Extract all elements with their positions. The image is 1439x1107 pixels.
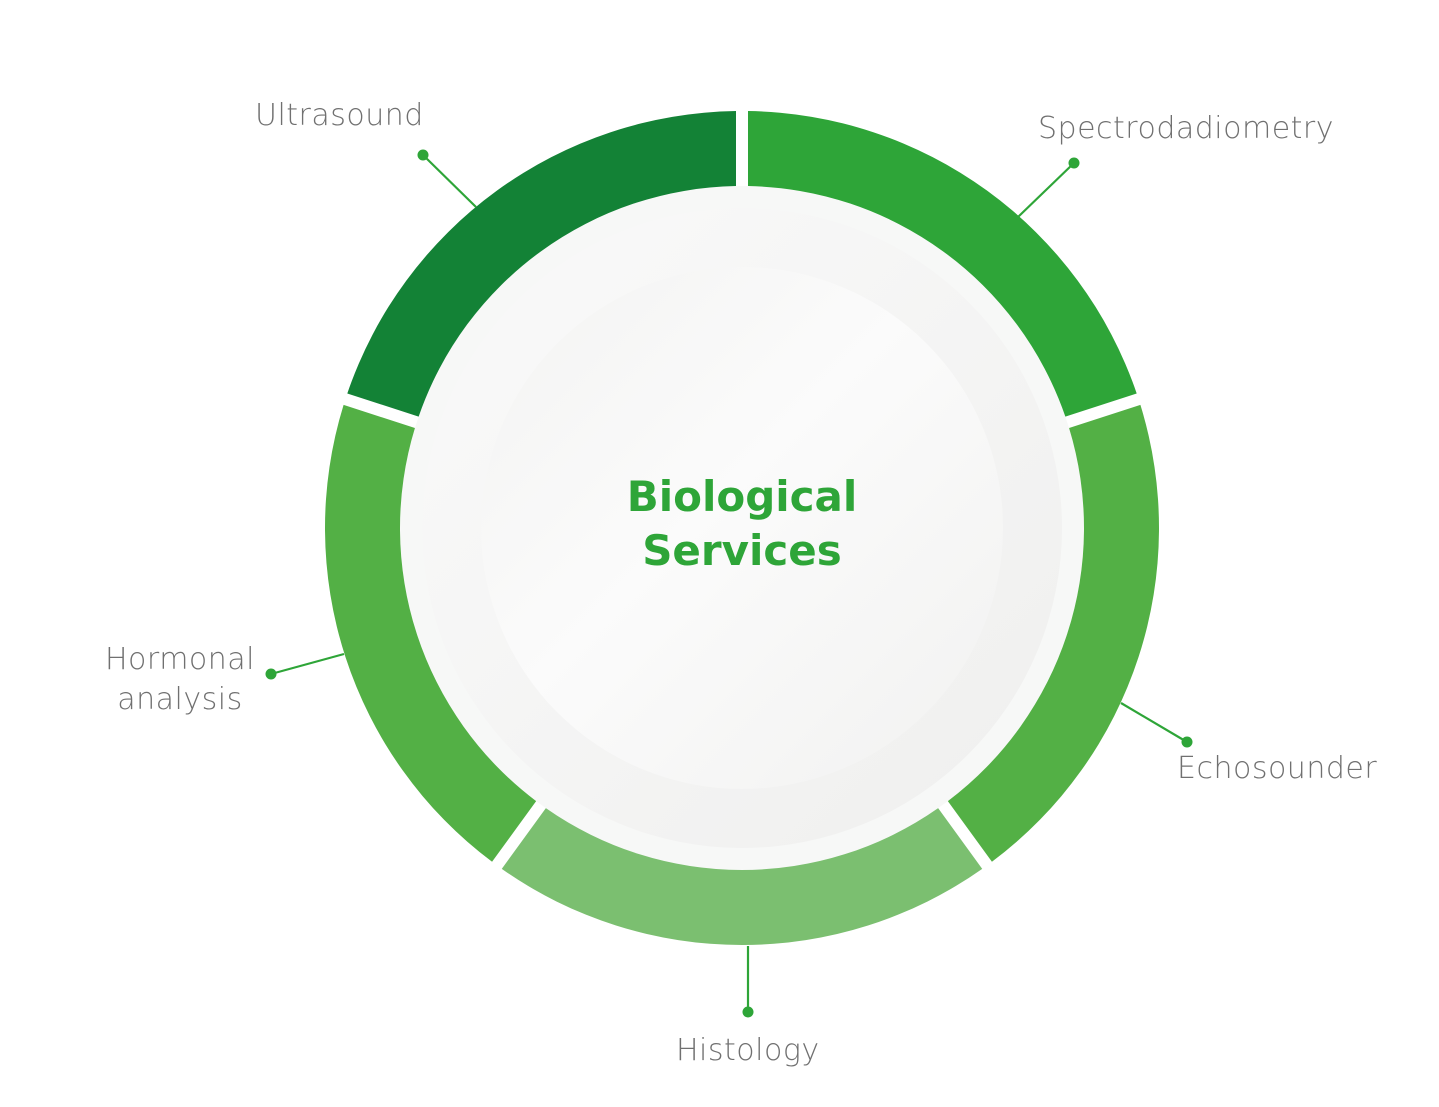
center-disk-inner — [481, 267, 1003, 789]
diagram-title: Biological Services — [542, 470, 942, 578]
connector-echosounder — [1120, 702, 1193, 748]
dot-icon — [1068, 157, 1080, 169]
title-line-1: Biological — [626, 472, 858, 521]
label-hormonal-line-1: Hormonal — [104, 642, 256, 677]
segment-spectrodadiometry — [747, 111, 1137, 417]
label-spectrodadiometry: Spectrodadiometry — [1038, 111, 1335, 146]
connector-histology — [742, 946, 754, 1018]
connector-spectrodadiometry — [1017, 157, 1080, 218]
label-ultrasound: Ultrasound — [255, 98, 424, 133]
connector-hormonal-analysis — [265, 652, 345, 680]
segment-echosounder — [947, 404, 1159, 862]
label-hormonal-analysis: Hormonal analysis — [101, 640, 259, 720]
dot-icon — [265, 668, 277, 680]
label-histology: Histology — [676, 1033, 820, 1068]
dot-icon — [742, 1006, 754, 1018]
segment-hormonal-analysis — [325, 404, 537, 862]
dot-icon — [1181, 736, 1193, 748]
ring-segments — [325, 111, 1159, 946]
label-echosounder: Echosounder — [1177, 751, 1378, 786]
title-line-2: Services — [642, 526, 842, 575]
segment-histology — [501, 808, 983, 946]
segment-ultrasound — [347, 111, 737, 417]
connector-ultrasound — [417, 149, 477, 208]
dot-icon — [417, 149, 429, 161]
label-hormonal-line-2: analysis — [117, 682, 243, 717]
